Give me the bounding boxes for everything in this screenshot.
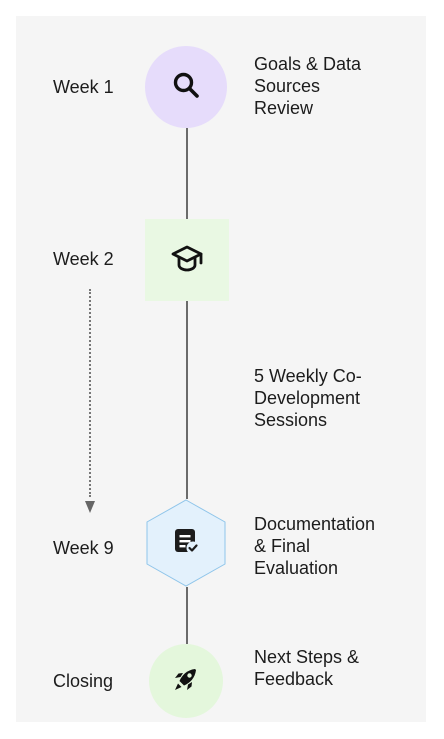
step-node-closing [149,644,223,718]
step-label-week2: Week 2 [53,249,114,269]
step-node-week2 [145,219,229,301]
duration-arrow-line [89,289,91,497]
step-description-week9: Documentation & Final Evaluation [254,514,376,578]
timeline-panel [16,16,426,722]
timeline-connector [186,301,188,499]
step-description-sessions: 5 Weekly Co- Development Sessions [254,366,362,430]
duration-arrow-head [85,501,95,513]
step-description-week1: Goals & Data Sources Review [254,54,362,118]
timeline-connector [186,128,188,219]
step-node-week9 [145,499,227,587]
step-description-closing: Next Steps & Feedback [254,647,360,689]
step-label-week1: Week 1 [53,77,114,97]
step-node-week1 [145,46,227,128]
graduation-cap-icon [170,243,204,278]
document-check-icon [172,527,200,560]
step-label-closing: Closing [53,671,114,691]
step-label-week9: Week 9 [53,538,114,558]
rocket-icon [171,664,201,699]
search-icon [171,70,201,105]
timeline-connector [186,587,188,644]
